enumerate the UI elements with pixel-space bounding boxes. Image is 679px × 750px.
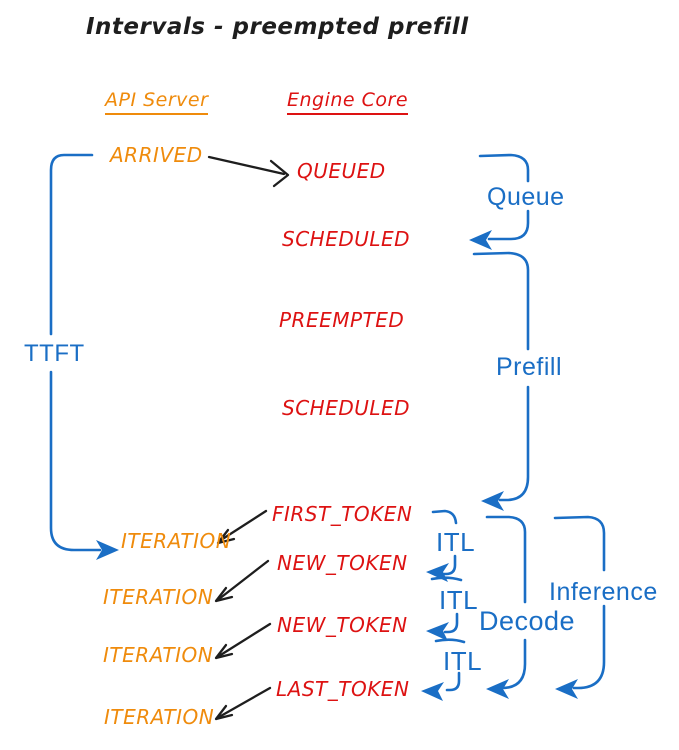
interval-label-decode: Decode — [479, 606, 576, 636]
event-iteration-2: ITERATION — [103, 585, 214, 609]
diagram-title: Intervals - preempted prefill — [86, 14, 469, 40]
interval-label-itl-2: ITL — [439, 585, 479, 615]
event-queued: QUEUED — [297, 159, 386, 183]
event-iteration-3: ITERATION — [103, 643, 214, 667]
ttft-bracket — [49, 153, 119, 560]
arrow-new-token-2-to-iteration — [214, 622, 272, 660]
event-last-token: LAST_TOKEN — [276, 677, 410, 701]
arrow-last-token-to-iteration — [214, 686, 272, 721]
itl-bracket-3 — [421, 638, 466, 701]
column-header-engine-core: Engine Core — [287, 89, 409, 115]
event-iteration-4: ITERATION — [104, 705, 215, 729]
decode-bracket — [485, 515, 527, 699]
prefill-bracket — [472, 251, 530, 511]
event-scheduled-1: SCHEDULED — [282, 227, 411, 251]
event-iteration-1: ITERATION — [121, 529, 232, 553]
interval-label-itl-1: ITL — [436, 527, 476, 557]
interval-label-prefill: Prefill — [496, 353, 563, 381]
column-header-api-server: API Server — [105, 89, 209, 115]
interval-label-itl-3: ITL — [443, 646, 483, 676]
event-new-token-1: NEW_TOKEN — [277, 551, 408, 575]
event-first-token: FIRST_TOKEN — [272, 502, 413, 526]
inference-bracket — [553, 515, 606, 699]
event-arrived: ARRIVED — [110, 143, 203, 167]
event-new-token-2: NEW_TOKEN — [277, 613, 408, 637]
arrow-new-token-1-to-iteration — [214, 559, 270, 603]
event-preempted: PREEMPTED — [279, 308, 405, 332]
interval-label-ttft: TTFT — [24, 340, 85, 367]
queue-bracket — [469, 153, 530, 250]
arrow-first-token-to-iteration — [216, 509, 268, 545]
itl-bracket-2 — [426, 576, 463, 641]
interval-label-inference: Inference — [549, 578, 658, 606]
interval-label-queue: Queue — [487, 183, 565, 211]
arrow-arrived-to-queued — [207, 155, 290, 188]
event-scheduled-2: SCHEDULED — [282, 396, 411, 420]
